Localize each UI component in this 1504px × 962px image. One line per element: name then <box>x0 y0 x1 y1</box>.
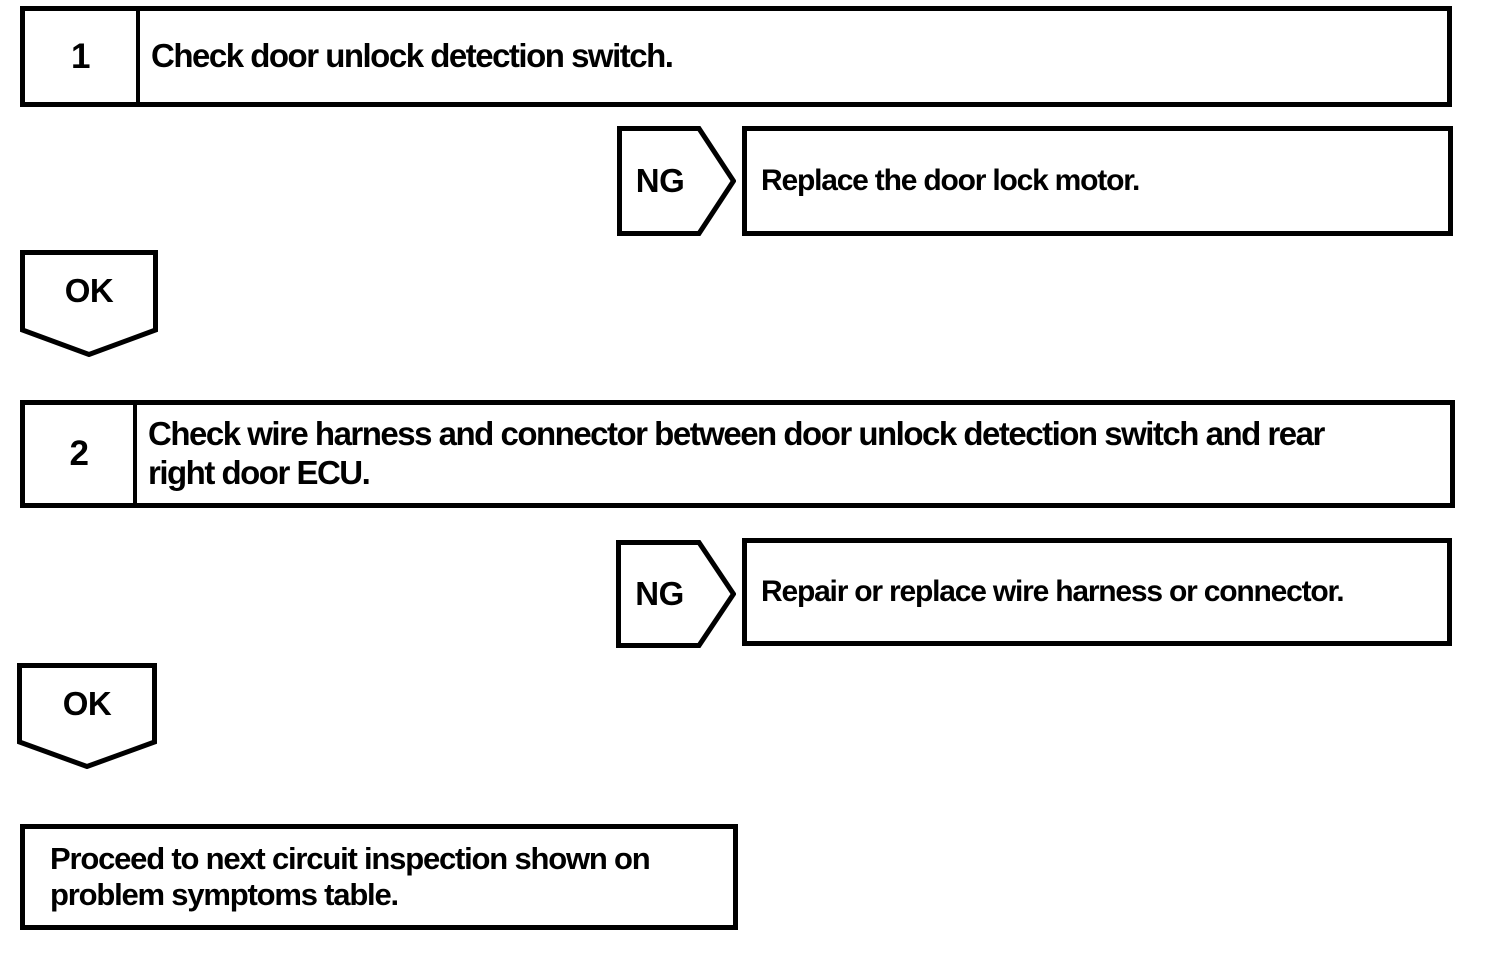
final-action-text: Proceed to next circuit inspection shown… <box>50 841 651 912</box>
ng-action-box-1: Replace the door lock motor. <box>742 126 1453 236</box>
step-2-box: 2 Check wire harness and connector betwe… <box>20 400 1455 508</box>
ng-label-1: NG <box>635 162 685 199</box>
ng-arrow-icon <box>617 126 736 236</box>
ok-connector-1: OK <box>20 250 158 357</box>
step-2-number: 2 <box>25 405 137 503</box>
final-action-box: Proceed to next circuit inspection shown… <box>20 824 738 930</box>
ng-connector-2: NG <box>616 540 736 648</box>
ok-label-2: OK <box>62 684 112 722</box>
ng-action-text-2: Repair or replace wire harness or connec… <box>761 575 1345 608</box>
ng-connector-1: NG <box>617 126 736 236</box>
ok-connector-2: OK <box>17 663 157 769</box>
ok-pentagon-shape <box>20 250 158 357</box>
step-1-number: 1 <box>25 11 140 102</box>
ng-pentagon-shape <box>617 126 736 236</box>
ok-arrow-icon <box>20 250 158 357</box>
ok-arrow-icon <box>17 663 157 769</box>
step-2-instruction: Check wire harness and connector between… <box>148 415 1325 491</box>
ng-action-box-2: Repair or replace wire harness or connec… <box>742 538 1452 646</box>
step-1-box: 1 Check door unlock detection switch. <box>20 6 1452 107</box>
ok-label-1: OK <box>64 272 114 309</box>
step-1-instruction: Check door unlock detection switch. <box>151 37 674 75</box>
ng-pentagon-shape <box>616 540 736 648</box>
ok-pentagon-shape <box>17 663 157 769</box>
ng-label-2: NG <box>635 575 684 612</box>
ng-action-text-1: Replace the door lock motor. <box>761 164 1140 197</box>
ng-arrow-icon <box>616 540 736 648</box>
